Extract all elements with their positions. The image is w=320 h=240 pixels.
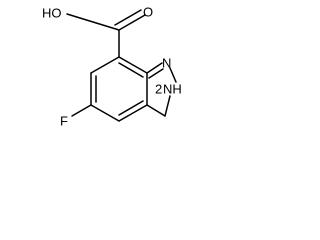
bond-c7a-n1-inner bbox=[148, 68, 164, 79]
bond-carboxyl-oh bbox=[66, 13, 120, 31]
bond-carbonyl-b bbox=[114, 9, 142, 26]
bond-carbonyl-a bbox=[118, 14, 146, 31]
bond-c7a-c7 bbox=[118, 56, 148, 74]
hydroxyl-label: HO bbox=[42, 5, 62, 20]
bond-n1-n2 bbox=[169, 67, 177, 83]
bond-c7a-c7-inner bbox=[118, 62, 144, 78]
bond-c5-c4 bbox=[90, 104, 120, 122]
bond-n2-c3 bbox=[164, 95, 171, 117]
bond-c4-c3a-inner bbox=[118, 100, 144, 116]
nitrogen-2-prefix: 2 bbox=[155, 81, 162, 96]
nitrogen-2-label: NH bbox=[163, 81, 182, 96]
molecule-structure: HO O F N 2 NH bbox=[42, 4, 182, 128]
bond-c3-c3a bbox=[146, 104, 166, 117]
nitrogen-1-label: N bbox=[162, 55, 171, 70]
bond-c5-f bbox=[71, 104, 92, 117]
fluorine-label: F bbox=[60, 113, 68, 128]
carbonyl-oxygen-label: O bbox=[143, 4, 153, 19]
bond-c7-c6 bbox=[90, 56, 120, 74]
bond-c4-c3a bbox=[118, 104, 148, 122]
bond-c7a-n1 bbox=[146, 62, 163, 74]
